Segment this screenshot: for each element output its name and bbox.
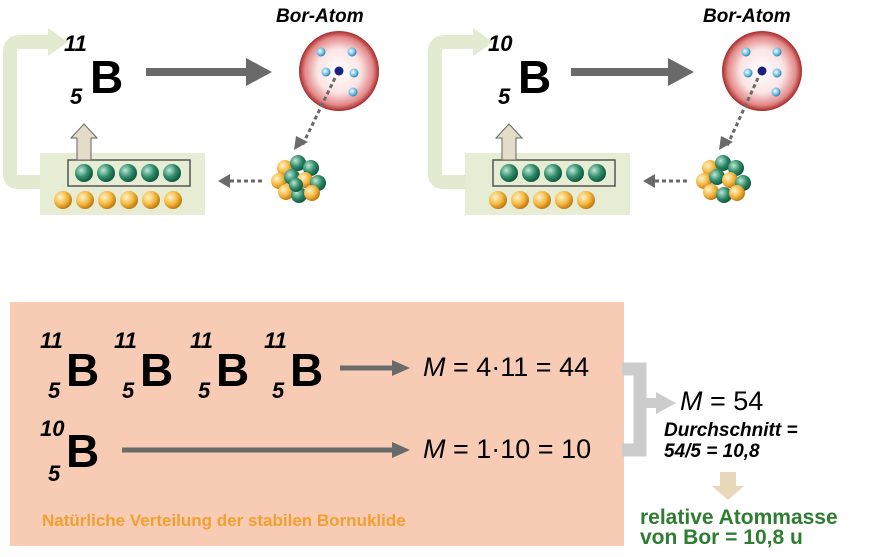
sum-arrowhead [656,392,676,414]
average-line2: 54/5 = 10,8 [664,441,760,462]
loop-arrow-left [3,35,50,189]
isotope-3-symbol: B [216,344,250,396]
loop-arrowhead-right [473,28,493,56]
up-arrow-right [494,123,524,161]
neutron-row-left [54,191,182,209]
average-line1: Durchschnitt = [664,420,798,441]
neutron-row-right [489,191,595,209]
mass-number-left: 11 [64,31,87,56]
isotope-3-mass: 11 [190,328,213,353]
result-line1: relative Atommasse [640,506,838,529]
distribution-caption: Natürliche Verteilung der stabilen Bornu… [42,511,406,530]
isotope-1-z: 5 [48,378,61,403]
atomic-number-right: 5 [498,84,511,109]
nucleus-dot-left [334,66,344,76]
isotope-5-mass: 10 [40,416,65,441]
result-line2: von Bor = 10,8 u [640,526,803,549]
sum-bracket [622,362,647,457]
nucleus-cluster-right [696,155,751,203]
formula-row2: M = 1·10 = 10 [423,434,592,464]
nucleus-cluster-left [271,155,326,203]
panel-left [3,28,379,215]
up-arrow-left [69,123,99,161]
isotope-3-z: 5 [198,378,211,403]
isotope-2-mass: 11 [114,328,137,353]
isotope-1-symbol: B [66,344,100,396]
panel-right [428,28,802,215]
atomic-number-left: 5 [70,84,83,109]
isotope-4-z: 5 [272,378,285,403]
isotope-2-symbol: B [140,344,174,396]
electrons-right [741,47,782,97]
distribution-panel [10,302,624,546]
proton-box-left [67,159,191,187]
element-symbol-left: B [90,51,124,103]
isotope-2-z: 5 [122,378,135,403]
loop-arrow-right [428,35,475,189]
atom-label-left: Bor-Atom [276,6,364,27]
dashed-arrow-nucleus-right [725,77,760,147]
nucleus-dot-right [757,66,767,76]
proton-row-right [500,164,606,182]
mass-number-right: 10 [488,31,513,56]
atom-label-right: Bor-Atom [703,6,791,27]
isotope-5-symbol: B [66,425,100,477]
isotope-1-mass: 11 [40,328,63,353]
result-arrow [712,472,744,500]
loop-arrowhead-left [48,28,68,56]
formula-row1: M = 4·11 = 44 [423,352,590,382]
isotope-5-z: 5 [48,461,61,486]
element-symbol-right: B [518,51,552,103]
isotope-4-mass: 11 [264,328,287,353]
sum-formula: M = 54 [680,386,764,416]
isotope-4-symbol: B [290,344,324,396]
electrons-left [316,47,359,97]
dashed-arrow-nucleus-left [300,77,337,147]
proton-row-left [75,164,181,182]
proton-box-right [492,159,616,187]
